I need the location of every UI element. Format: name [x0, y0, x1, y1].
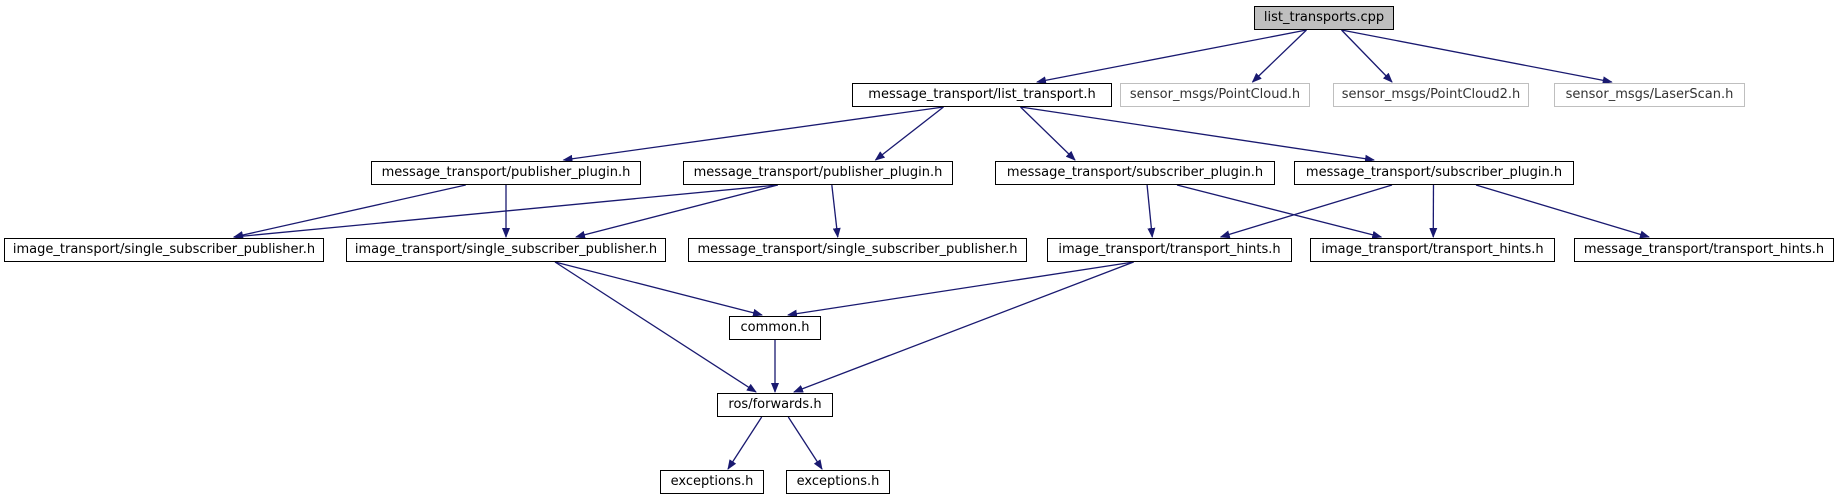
edge-n7-to-n12	[1146, 184, 1156, 238]
edge-n8-to-n12	[1219, 184, 1393, 239]
node-sensor-msgs-pointcloud-h[interactable]: sensor_msgs/PointCloud.h	[1120, 83, 1310, 107]
edge-n1-to-n7	[1020, 106, 1076, 161]
node-publisher-plugin-h-1[interactable]: message_transport/publisher_plugin.h	[371, 161, 641, 185]
edge-n12-to-n15	[787, 261, 1134, 318]
edge-n10-to-n15	[554, 261, 763, 317]
node-exceptions-h-1[interactable]: exceptions.h	[660, 470, 764, 494]
edge-n1-to-n8	[1020, 106, 1375, 163]
edge-n0-to-n4	[1341, 29, 1613, 85]
edge-n8-to-n14	[1475, 184, 1650, 239]
edge-n1-to-n6	[874, 106, 944, 161]
node-subscriber-plugin-h-1[interactable]: message_transport/subscriber_plugin.h	[995, 161, 1275, 185]
node-subscriber-plugin-h-2[interactable]: message_transport/subscriber_plugin.h	[1294, 161, 1574, 185]
node-sensor-msgs-pointcloud2-h[interactable]: sensor_msgs/PointCloud2.h	[1333, 83, 1529, 107]
edge-n6-to-n9	[233, 184, 778, 241]
node-message-transport-transport-hints-h[interactable]: message_transport/transport_hints.h	[1574, 238, 1834, 262]
node-image-transport-transport-hints-h-2[interactable]: image_transport/transport_hints.h	[1310, 238, 1555, 262]
node-ros-forwards-h[interactable]: ros/forwards.h	[717, 393, 833, 417]
edge-n1-to-n5	[562, 106, 944, 163]
node-list-transports-cpp[interactable]: list_transports.cpp	[1254, 6, 1394, 30]
node-publisher-plugin-h-2[interactable]: message_transport/publisher_plugin.h	[683, 161, 953, 185]
edge-n0-to-n1	[1036, 29, 1307, 85]
edge-n5-to-n9	[233, 184, 466, 239]
node-message-transport-single-subscriber-publisher-h[interactable]: message_transport/single_subscriber_publ…	[688, 238, 1027, 262]
node-image-transport-transport-hints-h-1[interactable]: image_transport/transport_hints.h	[1047, 238, 1292, 262]
node-image-transport-single-subscriber-publisher-h-2[interactable]: image_transport/single_subscriber_publis…	[346, 238, 666, 262]
node-image-transport-single-subscriber-publisher-h-1[interactable]: image_transport/single_subscriber_publis…	[4, 238, 324, 262]
edge-n6-to-n11	[831, 184, 841, 238]
edge-n16-to-n17	[727, 416, 763, 470]
edge-n0-to-n3	[1341, 29, 1393, 83]
edge-n7-to-n13	[1176, 184, 1383, 239]
node-common-h[interactable]: common.h	[729, 316, 821, 340]
edge-n0-to-n2	[1251, 29, 1307, 83]
edge-n16-to-n18	[787, 416, 823, 470]
edge-n12-to-n16	[793, 261, 1134, 393]
edge-n6-to-n10	[575, 184, 778, 239]
edge-n10-to-n16	[554, 261, 757, 393]
node-exceptions-h-2[interactable]: exceptions.h	[786, 470, 890, 494]
node-message-transport-list-transport-h[interactable]: message_transport/list_transport.h	[852, 83, 1112, 107]
node-sensor-msgs-laserscan-h[interactable]: sensor_msgs/LaserScan.h	[1554, 83, 1745, 107]
